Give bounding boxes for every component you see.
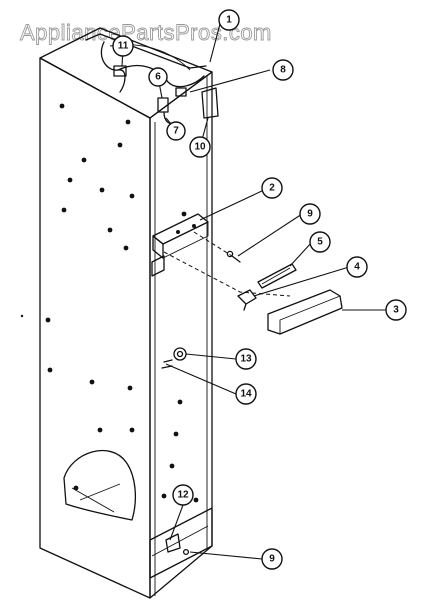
thermistor-probe: [257, 263, 297, 289]
svg-text:9: 9: [307, 209, 313, 220]
cabinet-side-panel: [39, 27, 213, 599]
svg-text:1: 1: [226, 15, 232, 26]
svg-text:10: 10: [194, 142, 206, 153]
svg-text:3: 3: [393, 305, 399, 316]
svg-text:4: 4: [354, 262, 360, 273]
svg-text:8: 8: [280, 65, 286, 76]
callout-8: 8: [272, 59, 294, 81]
svg-text:7: 7: [173, 126, 179, 137]
svg-text:5: 5: [317, 237, 323, 248]
screw: [226, 250, 241, 263]
svg-text:14: 14: [240, 389, 252, 400]
svg-text:9: 9: [269, 554, 275, 565]
callout-3: 3: [385, 299, 407, 321]
callout-9-lower: 9: [261, 548, 283, 570]
clip: [237, 289, 257, 311]
svg-text:13: 13: [240, 354, 252, 365]
stray-dot: [20, 314, 24, 318]
callout-5: 5: [309, 231, 331, 253]
callout-10: 10: [189, 136, 211, 158]
callout-14: 14: [235, 383, 257, 405]
callout-1: 1: [218, 9, 240, 31]
svg-text:11: 11: [118, 41, 129, 52]
mounting-bracket: [151, 213, 209, 277]
callouts: 1 2 3 4 5 6 7 8 9 10 11 12 13 14 9: [112, 9, 407, 570]
callout-13: 13: [235, 348, 257, 370]
callout-9-upper: 9: [299, 203, 321, 225]
switch-assembly: [161, 347, 187, 369]
svg-text:6: 6: [155, 72, 161, 83]
bottom-clip: [165, 533, 190, 556]
callout-4: 4: [346, 256, 368, 278]
callout-11: 11: [112, 35, 134, 57]
lower-opening: [63, 449, 137, 521]
cover-channel: [267, 289, 343, 335]
callout-7: 7: [166, 121, 186, 141]
callout-6: 6: [148, 67, 168, 87]
svg-text:2: 2: [269, 183, 275, 194]
svg-text:12: 12: [177, 490, 189, 501]
callout-12: 12: [172, 484, 194, 506]
assembly-guide-line: [163, 251, 291, 297]
panel-holes: [45, 103, 199, 503]
callout-2: 2: [261, 177, 283, 199]
